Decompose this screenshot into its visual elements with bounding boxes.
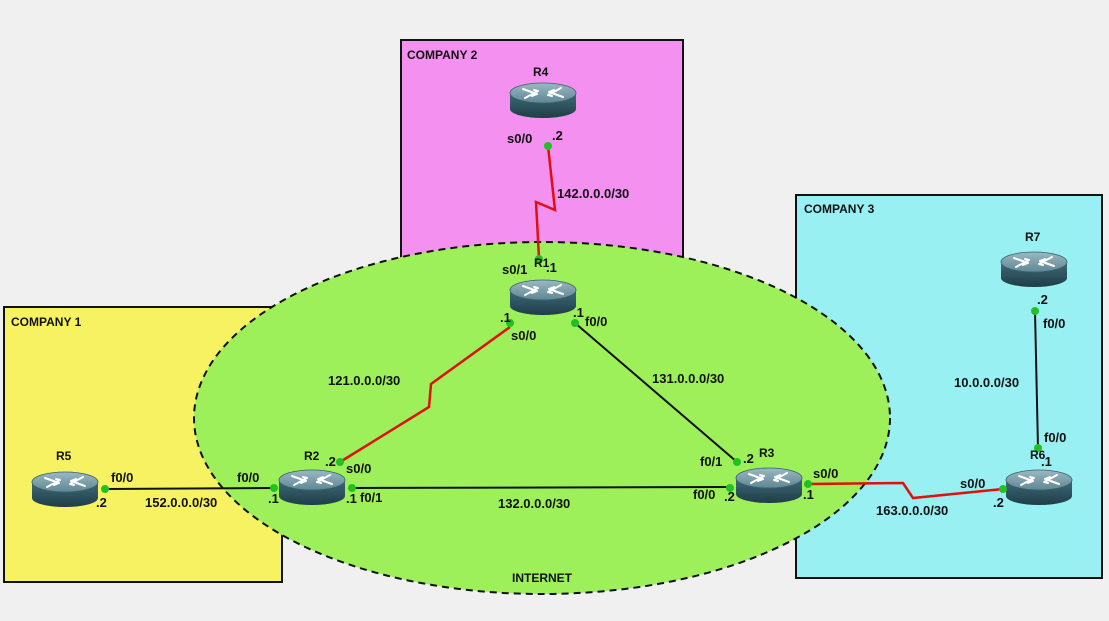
port-r3-s00 [804, 480, 812, 488]
company-2-zone [400, 39, 684, 266]
port-r6-s00 [999, 485, 1007, 493]
link-r6-r7 [1034, 310, 1039, 449]
port-r6-f00 [1034, 444, 1042, 452]
iface-r6-f00-host: .1 [1041, 454, 1052, 469]
iface-r4-s00: s0/0 [507, 131, 532, 146]
net-r1-r4: 142.0.0.0/30 [557, 186, 629, 201]
link-r1-r3 [574, 322, 738, 463]
port-r2-f00 [270, 484, 278, 492]
iface-r1-f00-host: .1 [573, 305, 584, 320]
router-r4[interactable] [509, 82, 577, 119]
iface-r3-s00: s0/0 [813, 466, 838, 481]
iface-r3-f00: f0/0 [693, 487, 715, 502]
iface-r1-s01: s0/1 [502, 262, 527, 277]
link-r1-r2 [339, 325, 511, 464]
port-r2-f01 [348, 484, 356, 492]
iface-r7-f00: f0/0 [1043, 316, 1065, 331]
iface-r2-f01-host: .1 [346, 491, 357, 506]
net-r6-r7: 10.0.0.0/30 [954, 375, 1019, 390]
iface-r3-f01-host: .2 [743, 451, 754, 466]
port-r4-s00 [544, 142, 552, 150]
port-r1-s01 [535, 255, 543, 263]
port-r2-s00 [336, 458, 344, 466]
router-r3-name: R3 [759, 446, 775, 460]
iface-r7-host: .2 [1037, 292, 1048, 307]
router-r1[interactable] [509, 279, 577, 316]
net-r1-r2: 121.0.0.0/30 [328, 373, 400, 388]
iface-r6-s00-host: .2 [993, 495, 1004, 510]
router-icon [1000, 251, 1068, 288]
iface-r2-s00-host: .2 [325, 454, 336, 469]
iface-r4-host: .2 [552, 128, 563, 143]
router-icon [278, 469, 346, 506]
port-r7-f00 [1031, 307, 1039, 315]
port-dots [101, 142, 1042, 493]
router-r7-name: R7 [1025, 230, 1041, 244]
router-r2-name: R2 [304, 449, 320, 463]
net-r1-r3: 131.0.0.0/30 [652, 371, 724, 386]
router-r7[interactable] [1000, 251, 1068, 288]
router-icon [1005, 469, 1073, 506]
router-r5-name: R5 [56, 449, 72, 463]
iface-r3-f01: f0/1 [700, 454, 722, 469]
router-icon [509, 82, 577, 119]
company-2-label: COMPANY 2 [407, 48, 478, 62]
router-r2[interactable] [278, 469, 346, 506]
port-r1-s00 [506, 319, 514, 327]
port-r3-f01 [733, 458, 741, 466]
iface-r6-f00: f0/0 [1044, 430, 1066, 445]
router-r4-name: R4 [533, 65, 549, 79]
router-icon [509, 279, 577, 316]
iface-r1-s01-host: .1 [546, 260, 557, 275]
port-r5-f00 [101, 485, 109, 493]
router-icon [31, 471, 99, 508]
router-r3[interactable] [735, 467, 803, 504]
iface-r3-f00-host: .2 [724, 489, 735, 504]
iface-r2-f01: f0/1 [360, 490, 382, 505]
iface-r2-f00-host: .1 [268, 491, 279, 506]
iface-r1-f00: f0/0 [585, 314, 607, 329]
net-r2-r3: 132.0.0.0/30 [498, 496, 570, 511]
company-3-label: COMPANY 3 [804, 202, 875, 216]
iface-r5-f00: f0/0 [111, 470, 133, 485]
iface-r6-s00: s0/0 [960, 476, 985, 491]
router-r1-name: R1 [534, 256, 550, 270]
internet-label: INTERNET [512, 571, 573, 585]
iface-r1-s00: s0/0 [511, 328, 536, 343]
net-r2-r5: 152.0.0.0/30 [145, 495, 217, 510]
company-1-label: COMPANY 1 [11, 315, 82, 329]
link-r2-r3 [351, 486, 731, 489]
router-r6[interactable] [1005, 469, 1073, 506]
router-icon [735, 467, 803, 504]
iface-r2-f00: f0/0 [237, 470, 259, 485]
link-r3-r6 [807, 481, 1004, 500]
net-r3-r6: 163.0.0.0/30 [876, 503, 948, 518]
router-r5[interactable] [31, 471, 99, 508]
iface-r2-s00: s0/0 [346, 461, 371, 476]
port-r1-f00 [571, 319, 579, 327]
link-r1-r4 [534, 145, 557, 259]
iface-r1-s00-host: .1 [500, 310, 511, 325]
internet-cloud [193, 241, 891, 595]
router-r6-name: R6 [1030, 448, 1046, 462]
port-r3-f00 [726, 484, 734, 492]
link-r2-r5 [104, 487, 275, 490]
iface-r5-host: .2 [96, 495, 107, 510]
iface-r3-s00-host: .1 [803, 487, 814, 502]
